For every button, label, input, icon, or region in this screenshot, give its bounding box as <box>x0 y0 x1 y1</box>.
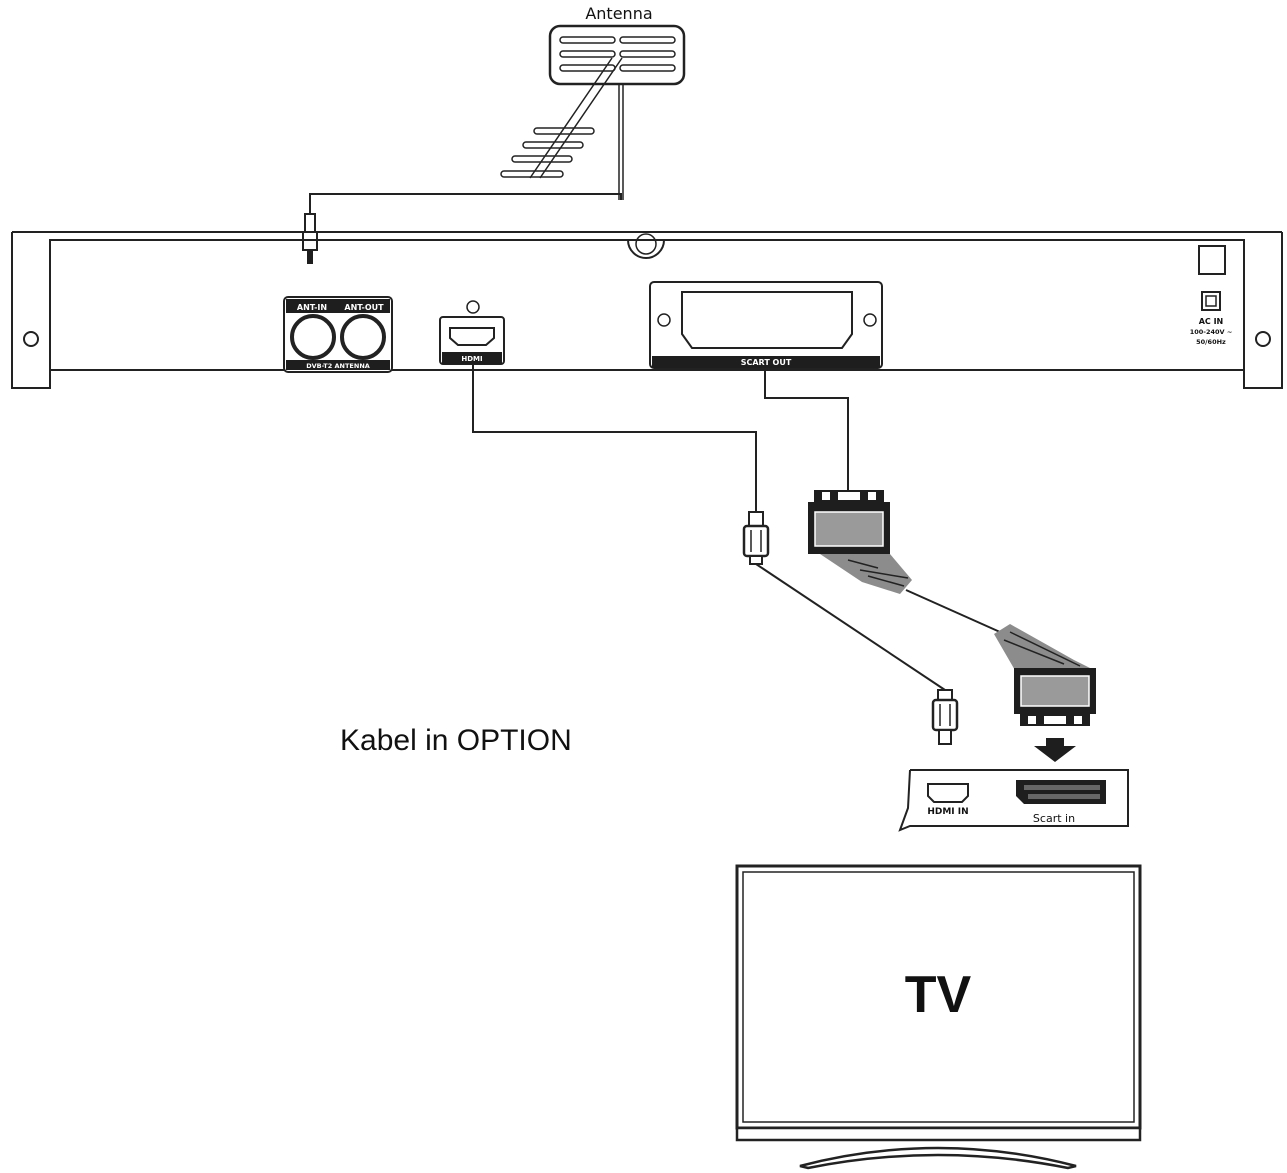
hdmi-socket <box>449 327 495 346</box>
antenna-panel-slats <box>559 36 676 72</box>
scart-cable-upper <box>764 368 849 490</box>
tv-stand <box>799 1146 1077 1170</box>
ant-in-label: ANT-IN <box>297 303 327 312</box>
receiver-back-panel <box>11 231 1283 389</box>
antenna-cable <box>309 193 622 214</box>
hdmi-cable-upper <box>472 364 757 512</box>
scart-screw-right <box>863 313 877 327</box>
tv-label: TV <box>905 966 972 1024</box>
scart-screw-left <box>657 313 671 327</box>
hdmi-in-label: HDMI IN <box>927 807 968 817</box>
ant-out-label: ANT-OUT <box>344 303 384 312</box>
hdmi-plug-box-side <box>742 511 770 565</box>
hdmi-label: HDMI <box>461 355 482 363</box>
scart-in-pins <box>1024 785 1100 799</box>
tv: TV <box>735 864 1142 1170</box>
frequency-label: 50/60Hz <box>1196 338 1226 346</box>
antenna-panel <box>548 24 686 86</box>
tv-bottom-bar <box>735 1126 1142 1142</box>
tv-input-panel: HDMI IN Scart in <box>898 769 1129 832</box>
voltage-label: 100-240V ~ <box>1190 328 1233 336</box>
hdmi-in-socket <box>927 783 969 803</box>
cable-option-label: Kabel in OPTION <box>340 724 572 757</box>
hdmi-led <box>466 300 480 314</box>
antenna-label: Antenna <box>585 4 652 23</box>
scart-plug-box-side <box>808 490 912 594</box>
scart-out-label: SCART OUT <box>741 358 792 367</box>
mount-hole-left <box>23 331 39 347</box>
ac-in: AC IN 100-240V ~ 50/60Hz <box>1190 245 1233 346</box>
scart-out-port: SCART OUT <box>649 281 883 369</box>
antenna: Antenna <box>500 4 686 200</box>
antenna-elements <box>500 127 595 178</box>
dvb-t2-antenna-label: DVB-T2 ANTENNA <box>306 362 370 370</box>
hdmi-cable-lower <box>755 563 946 691</box>
scart-in-label: Scart in <box>1033 812 1075 825</box>
receiver-outline <box>11 232 1283 389</box>
scart-cable-middle <box>905 589 1001 633</box>
hdmi-plug-tv-side <box>931 689 959 745</box>
ac-in-label: AC IN <box>1199 317 1224 326</box>
scart-in-socket <box>1016 780 1106 804</box>
top-notch <box>627 239 665 259</box>
scart-plug-box-side-hood <box>820 554 912 594</box>
ant-in-port <box>290 314 336 360</box>
ant-out-port <box>340 314 386 360</box>
tv-input-panel-outline <box>898 769 1129 832</box>
scart-plug-tv-side <box>994 624 1096 726</box>
antenna-boom <box>529 57 623 179</box>
top-notch-screw <box>635 233 657 255</box>
antenna-lead <box>618 84 624 200</box>
tv-screen <box>742 871 1135 1123</box>
insert-arrow <box>1034 738 1076 762</box>
antenna-ports: ANT-IN ANT-OUT DVB-T2 ANTENNA <box>283 296 393 373</box>
tv-bezel <box>735 864 1142 1130</box>
scart-socket <box>681 291 853 349</box>
hdmi-port: HDMI <box>439 300 505 365</box>
mount-hole-right <box>1255 331 1271 347</box>
